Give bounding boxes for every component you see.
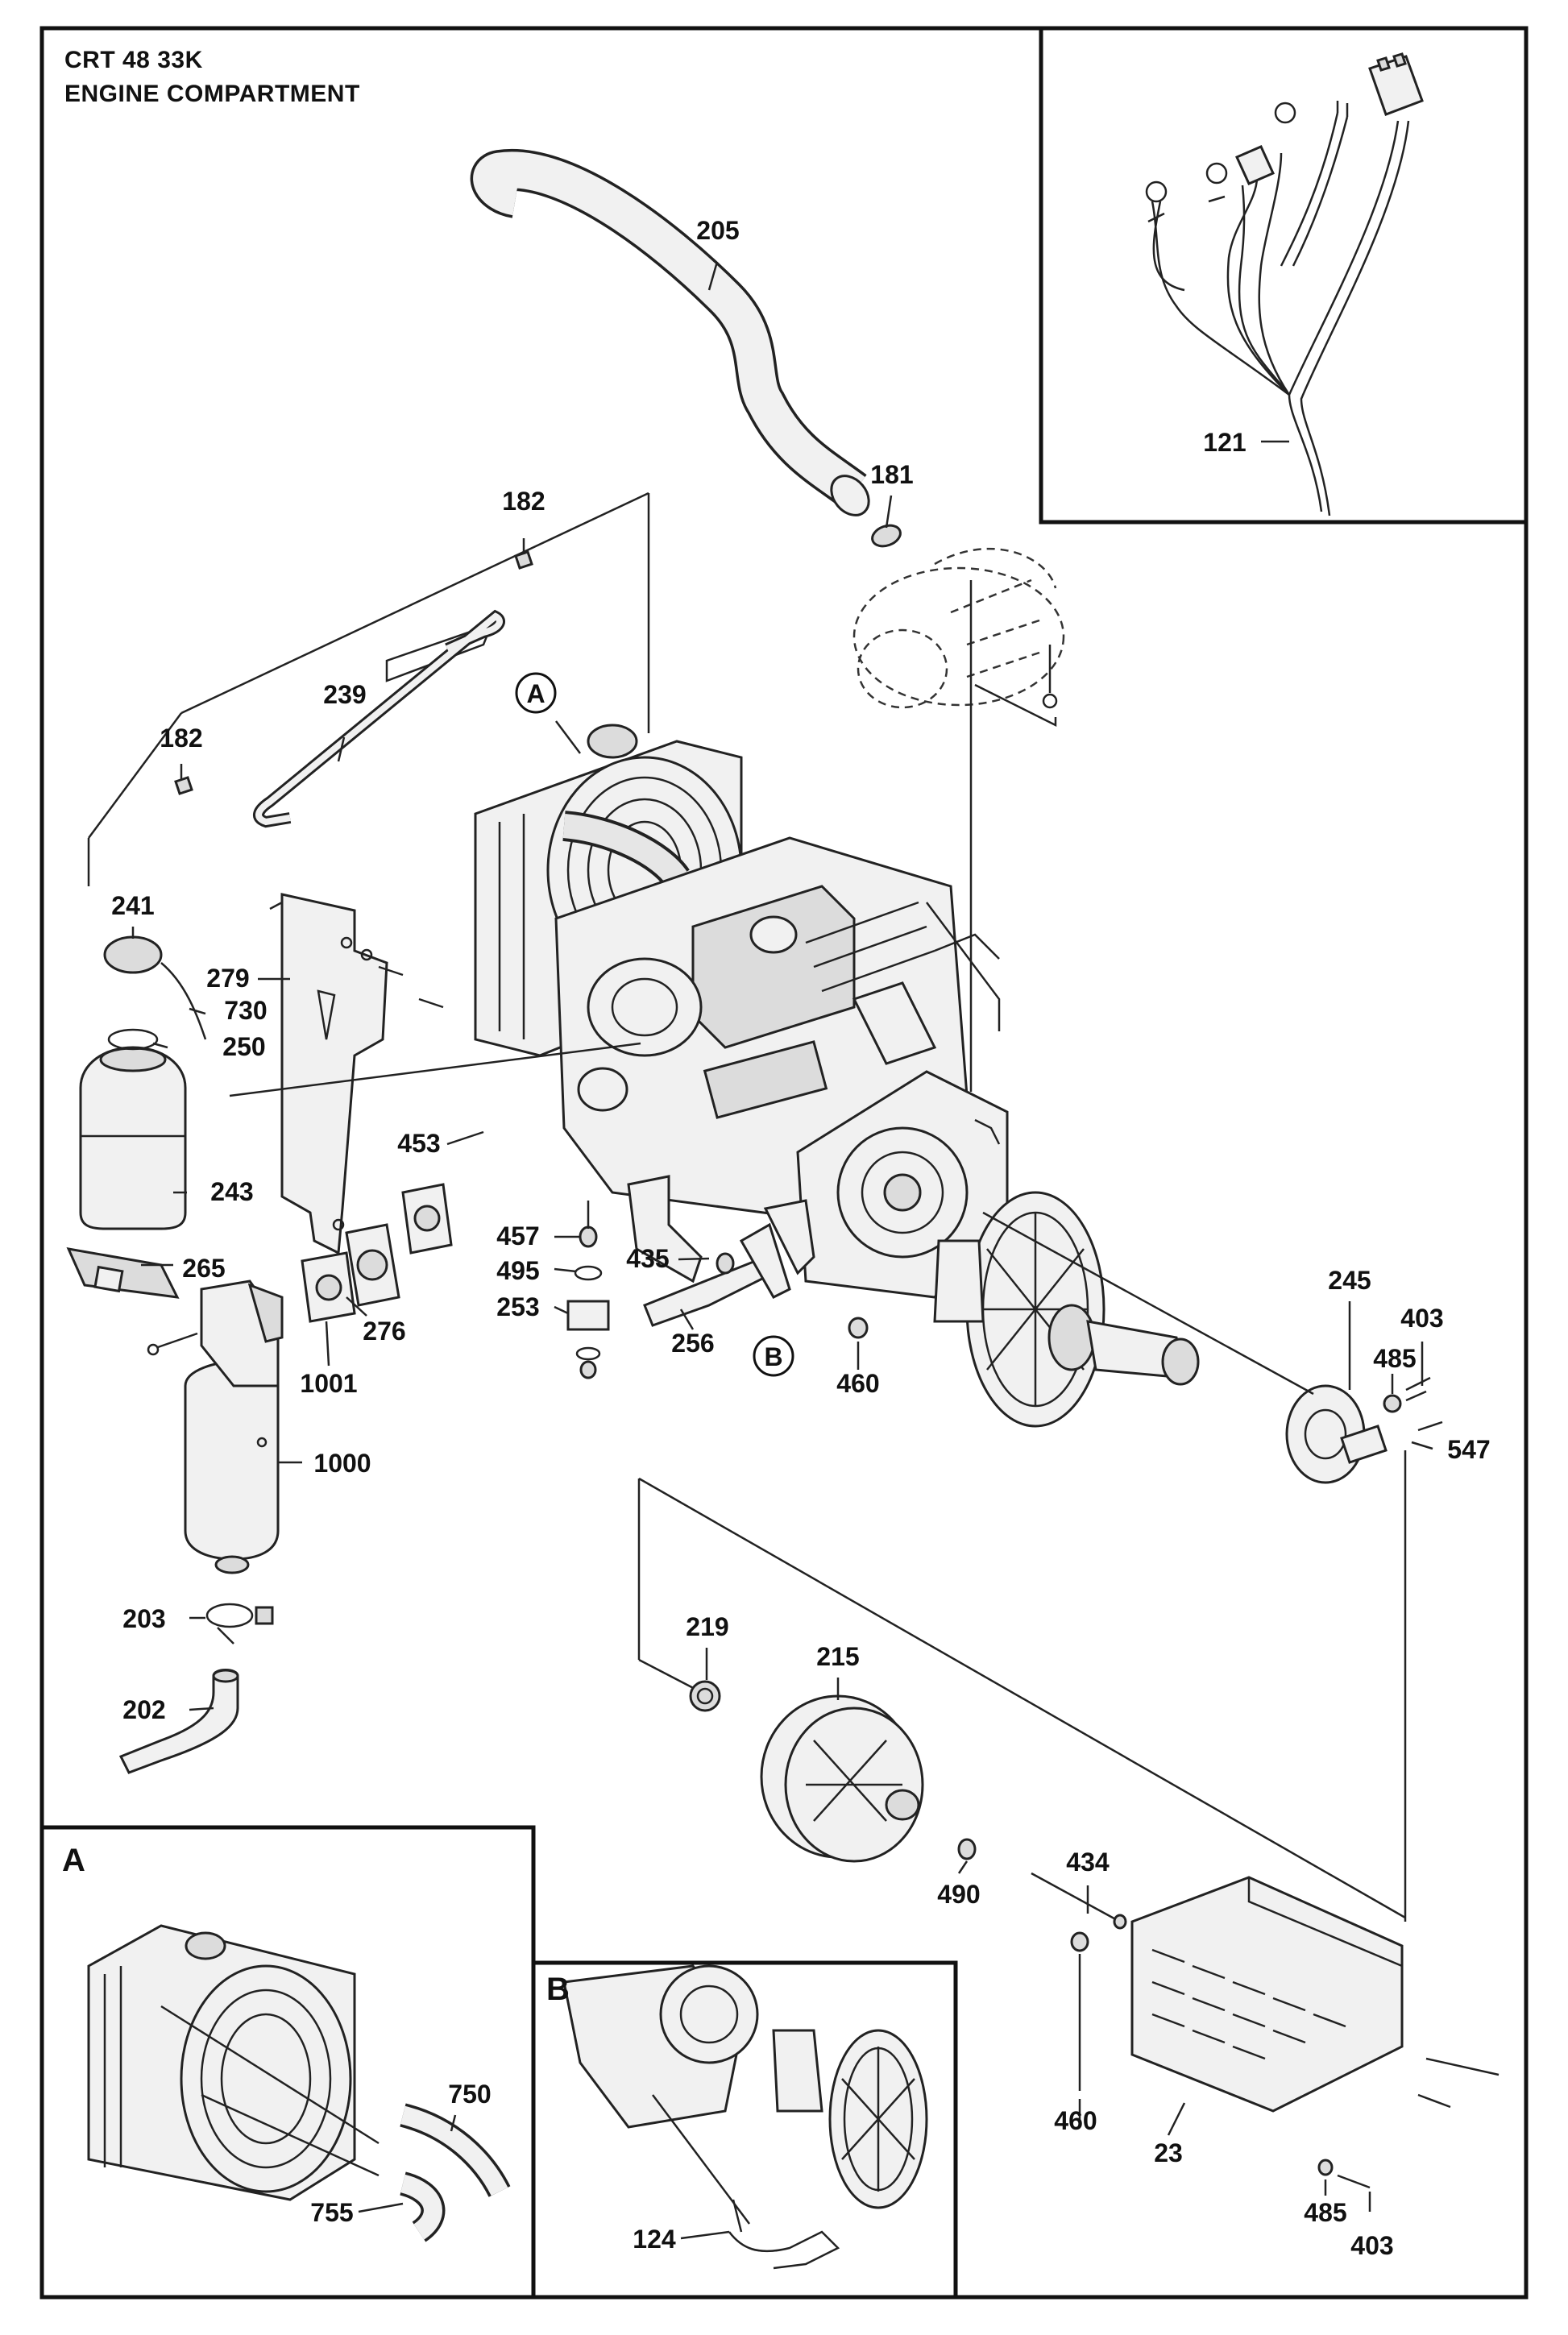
callout-253: 253 (496, 1292, 539, 1321)
callout-245: 245 (1328, 1266, 1371, 1295)
inset-a-frame (44, 1825, 536, 2296)
callout-239: 239 (323, 680, 366, 709)
upper-hose-part (470, 148, 902, 548)
gasket-276b (401, 1183, 453, 1255)
diagram-title-model: CRT 48 33K (64, 47, 203, 73)
callout-241: 241 (111, 891, 154, 920)
callout-460-lower: 460 (1054, 2106, 1097, 2135)
link-diagonal-line (638, 1477, 1406, 1919)
wiring-inset-frame (1039, 30, 1524, 525)
tank-cap-241 (103, 935, 207, 1040)
callout-205: 205 (696, 216, 739, 245)
callout-124: 124 (633, 2225, 676, 2254)
belt-guard-part (1070, 1876, 1500, 2189)
strap-265 (66, 1247, 180, 1299)
outer-frame (39, 26, 1529, 2300)
link-tank-line (229, 1042, 641, 1097)
callout-1000: 1000 (313, 1449, 371, 1478)
muffler-part (147, 1279, 284, 1574)
callout-203: 203 (122, 1604, 165, 1633)
callout-256: 256 (671, 1329, 714, 1358)
flange-276 (345, 1223, 400, 1307)
callout-547: 547 (1447, 1435, 1490, 1464)
callout-265: 265 (182, 1254, 225, 1283)
callout-276: 276 (363, 1317, 405, 1346)
callout-181: 181 (870, 460, 913, 489)
callout-434: 434 (1066, 1848, 1110, 1877)
callout-750: 750 (448, 2080, 491, 2109)
inset-a-title: A (62, 1843, 85, 1878)
engine-assembly (474, 580, 1009, 1299)
callout-403-upper: 403 (1400, 1304, 1443, 1333)
overflow-hose-part (253, 609, 505, 828)
callout-243: 243 (210, 1177, 253, 1206)
fastener-182-lower (174, 764, 193, 795)
callout-279: 279 (206, 964, 249, 993)
wiring-harness-part (1145, 52, 1424, 516)
callout-250: 250 (222, 1032, 265, 1061)
alternator-part (852, 547, 1065, 728)
marker-circle-b (753, 1335, 794, 1377)
fastener-182-upper (514, 538, 533, 570)
callout-495: 495 (496, 1256, 539, 1285)
callout-219: 219 (686, 1612, 728, 1641)
callout-23: 23 (1154, 2138, 1183, 2167)
driven-pulley-part (689, 1680, 1127, 1930)
mounting-plate-part (269, 893, 444, 1255)
inset-a-radiator (87, 1924, 380, 2201)
callout-755: 755 (310, 2198, 353, 2227)
callout-1001: 1001 (300, 1369, 357, 1398)
callout-490: 490 (937, 1880, 980, 1909)
diagram-title-section: ENGINE COMPARTMENT (64, 81, 360, 107)
callout-460-upper: 460 (836, 1369, 879, 1398)
callout-182-upper: 182 (502, 487, 545, 516)
callout-121: 121 (1203, 428, 1246, 457)
callout-202: 202 (122, 1695, 165, 1724)
callout-453: 453 (397, 1129, 440, 1158)
marker-circle-a (515, 672, 557, 714)
marker-a: A (526, 679, 545, 708)
link-line-top (180, 491, 649, 715)
engine-mount-part (566, 1201, 610, 1379)
callout-485-upper: 485 (1373, 1344, 1416, 1373)
drive-pulley-part (933, 1191, 1200, 1428)
clamp-203 (205, 1603, 274, 1644)
inset-b-assembly (562, 1964, 928, 2270)
marker-b: B (764, 1342, 782, 1371)
gasket-1001 (301, 1251, 356, 1323)
expansion-tank-part (79, 1046, 187, 1230)
hose-755 (399, 2171, 446, 2242)
hub-245-part (1285, 1376, 1443, 1484)
callout-403-lower: 403 (1350, 2231, 1393, 2260)
callout-182-lower: 182 (160, 724, 202, 753)
link-hub-line (982, 1211, 1314, 1396)
leader-lines (131, 261, 1433, 2240)
callout-435: 435 (626, 1244, 669, 1273)
nut-460-upper (848, 1317, 869, 1339)
callout-730: 730 (224, 996, 267, 1025)
inset-b-title: B (546, 1972, 570, 2007)
tailpipe-202 (118, 1669, 239, 1774)
callout-485-lower: 485 (1304, 2198, 1346, 2227)
inset-b-frame (535, 1960, 958, 2296)
bracket-256 (643, 1222, 791, 1327)
hose-750 (400, 2103, 511, 2198)
link-line-left (87, 712, 183, 839)
o-ring-250 (107, 1028, 159, 1051)
callout-215: 215 (816, 1642, 859, 1671)
link-left-foot (638, 1658, 702, 1694)
callout-457: 457 (496, 1221, 539, 1250)
